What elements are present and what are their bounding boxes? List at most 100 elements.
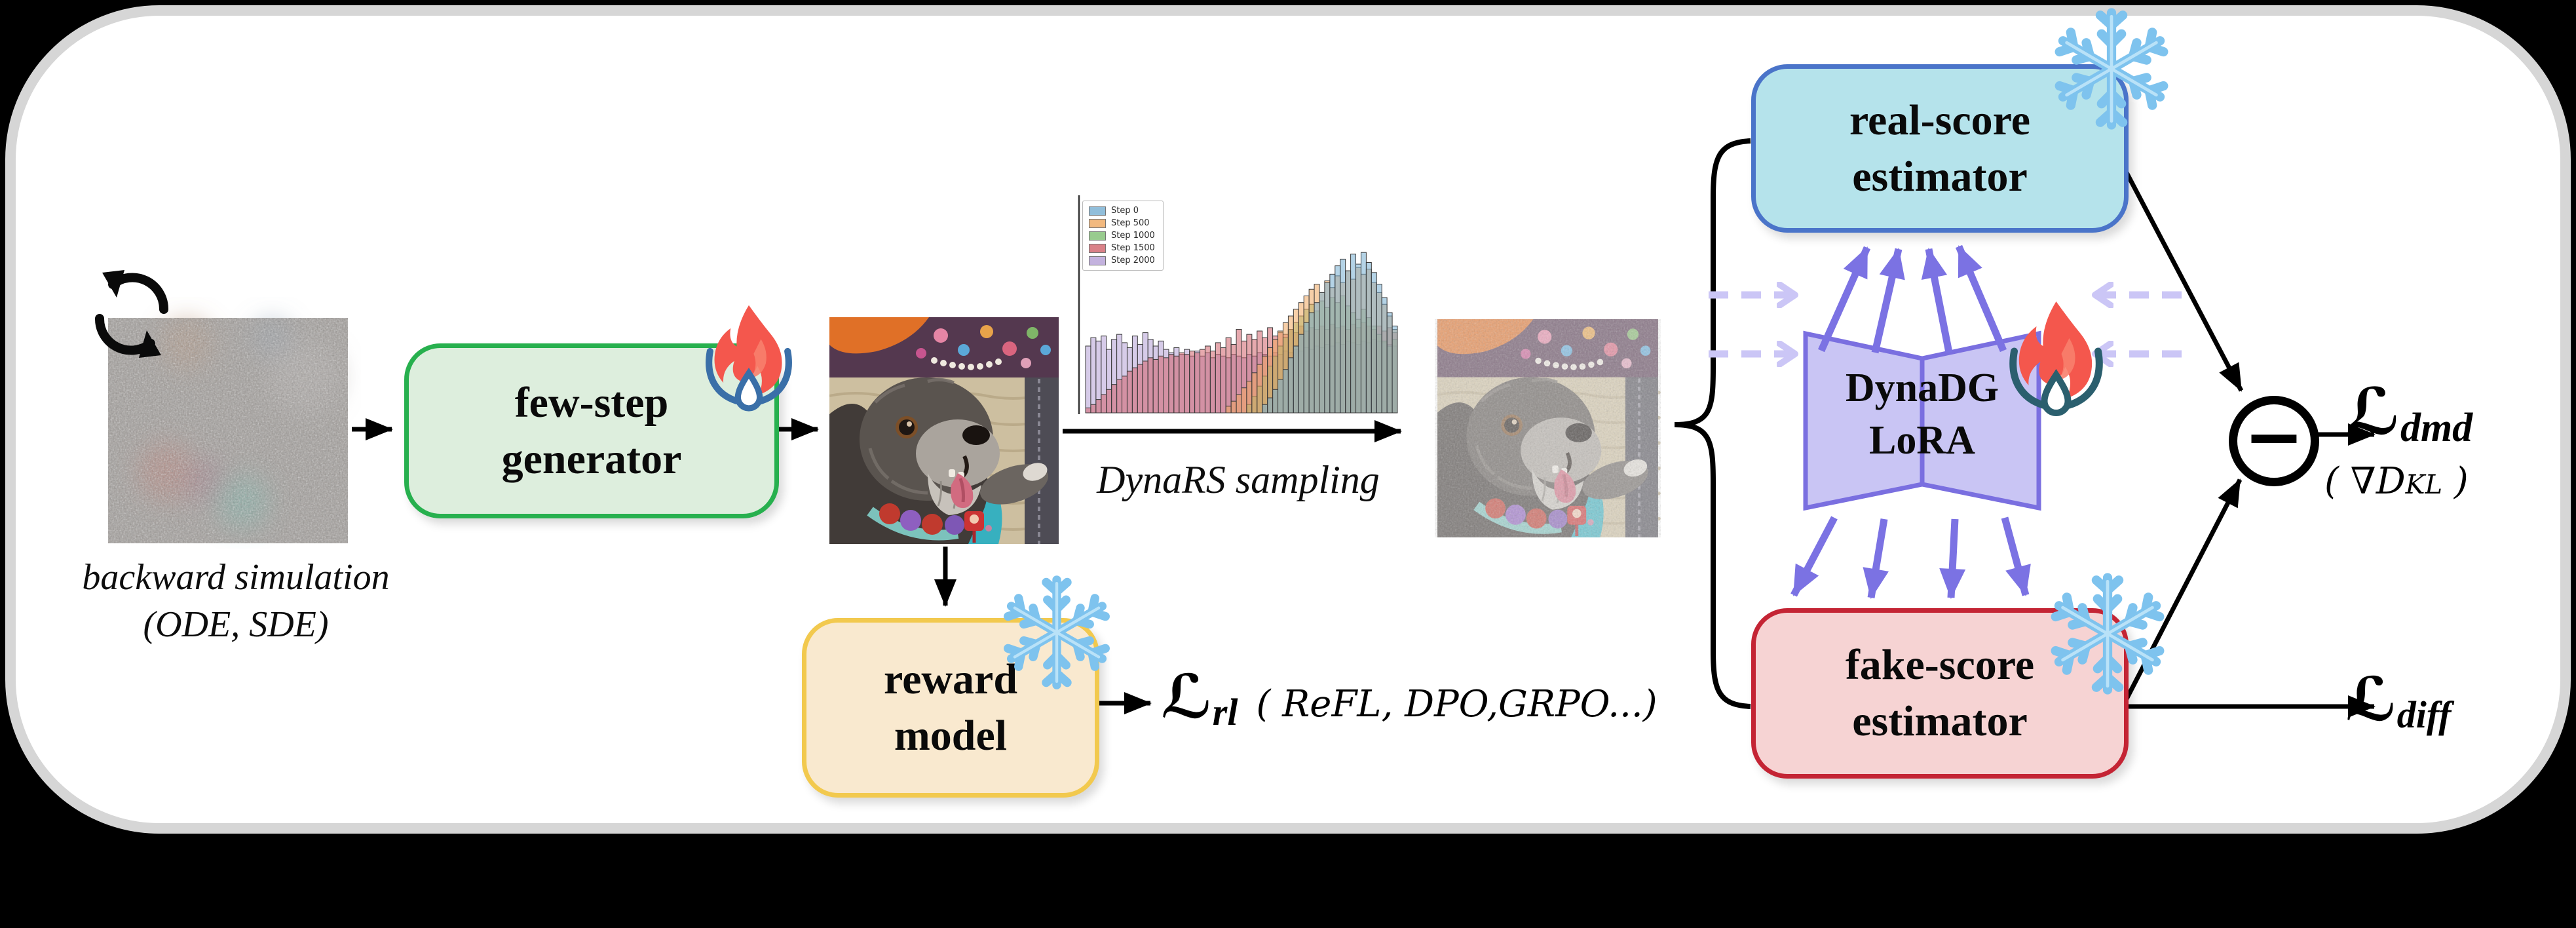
hist-bar: [1200, 349, 1205, 414]
few-step-generator-box: few-step generator: [404, 343, 779, 518]
hist-bar: [1267, 397, 1274, 414]
hist-bar: [1220, 347, 1226, 414]
hist-bar: [1085, 345, 1091, 414]
legend-label: Step 500: [1111, 218, 1150, 228]
fake-score-label-line2: estimator: [1852, 697, 2028, 745]
backward-sim-caption-line1: backward simulation: [82, 557, 390, 598]
hist-bar: [1131, 367, 1138, 414]
dog-photo: [829, 317, 1060, 544]
loss-diff-symbol: ℒ: [2345, 665, 2397, 735]
hist-bar: [1225, 337, 1232, 414]
ghost-dashed-arrows: [1709, 295, 2182, 354]
minus-sign: −: [2243, 395, 2305, 478]
hist-bar: [1189, 351, 1196, 414]
hist-bar: [1116, 379, 1123, 414]
hist-bar: [1340, 258, 1346, 414]
hist-bar: [1142, 360, 1148, 414]
hist-bar: [1241, 387, 1247, 414]
loss-dmd-symbol: ℒ: [2345, 375, 2400, 450]
hist-bar: [1122, 376, 1127, 414]
dynadg-lora-label: DynaDG LoRA: [1806, 362, 2039, 467]
dynadg-label-line1: DynaDG: [1845, 366, 1999, 410]
hist-bar: [1236, 394, 1242, 414]
dynars-sampling-caption: DynaRS sampling: [1097, 458, 1380, 501]
hist-bar: [1355, 263, 1361, 414]
hist-bar: [1230, 400, 1237, 414]
loss-dmd-note: ( ∇DKL ): [2324, 459, 2469, 508]
hist-bar: [1298, 334, 1304, 414]
legend-label: Step 0: [1111, 206, 1139, 216]
dynars-histogram: [1078, 195, 1398, 414]
hist-bar: [1350, 254, 1357, 414]
hist-bar: [1303, 322, 1310, 414]
lora-down-arrows: [1790, 516, 2031, 599]
hist-bar: [1287, 357, 1294, 414]
legend-swatch: [1089, 206, 1106, 216]
hist-bar: [1262, 404, 1268, 414]
hist-bar: [1209, 351, 1216, 414]
hist-bar: [1319, 292, 1325, 414]
hist-bar: [1106, 389, 1112, 414]
hist-bar: [1225, 406, 1232, 414]
backward-sim-caption-line2: (ODE, SDE): [143, 604, 329, 645]
hist-bar: [1376, 284, 1382, 414]
loss-rl-note: ( ReFL, DPO,GRPO...): [1256, 683, 1657, 725]
legend-swatch: [1089, 243, 1106, 253]
legend-swatch: [1089, 231, 1106, 241]
hist-bar: [1184, 354, 1190, 414]
hist-bar: [1194, 352, 1201, 414]
hist-bar: [1158, 355, 1164, 414]
fake-score-estimator-box: fake-score estimator: [1751, 608, 2129, 779]
hist-bar: [1246, 381, 1253, 414]
hist-bar: [1365, 262, 1372, 414]
hist-bar: [1215, 342, 1221, 414]
hist-bar: [1090, 404, 1097, 414]
hist-bar: [1324, 282, 1331, 414]
hist-bar: [1251, 372, 1258, 414]
legend-label: Step 2000: [1111, 256, 1155, 265]
minus-operator-node: −: [2229, 396, 2319, 486]
hist-bar: [1168, 354, 1175, 414]
hist-bar: [1282, 369, 1289, 414]
legend-item: Step 2000: [1089, 256, 1155, 265]
hist-bar: [1335, 265, 1341, 414]
legend-item: Step 1500: [1089, 243, 1155, 253]
legend-item: Step 0: [1089, 206, 1155, 216]
hist-bar: [1126, 370, 1133, 414]
dynadg-label-line2: LoRA: [1869, 418, 1975, 463]
loss-dmd-sub: dmd: [2400, 406, 2473, 450]
hist-bar: [1386, 312, 1393, 414]
legend-swatch: [1089, 256, 1106, 265]
loss-diff-sub: diff: [2396, 693, 2452, 736]
loss-rl-sub: rl: [1212, 691, 1238, 733]
loss-dmd-note-sub: KL: [2405, 470, 2443, 500]
real-score-label-line2: estimator: [1852, 152, 2028, 201]
split-brace: [1674, 138, 1751, 709]
reward-label-line2: model: [894, 712, 1008, 760]
hist-bar: [1371, 272, 1377, 414]
hist-bar: [1308, 312, 1315, 414]
histogram-legend: Step 0 Step 500 Step 1000 Step 1500 Step…: [1082, 201, 1164, 271]
cycle-arrows-icon: [94, 270, 169, 358]
reward-model-box: reward model: [802, 618, 1099, 798]
hist-bar: [1314, 302, 1320, 414]
hist-bar: [1085, 407, 1091, 414]
hist-bar: [1293, 345, 1299, 414]
real-score-estimator-box: real-score estimator: [1751, 64, 2129, 233]
hist-bar: [1257, 364, 1263, 414]
fake-score-label-line1: fake-score: [1845, 641, 2035, 689]
generator-label-line1: few-step: [514, 378, 669, 427]
noisy-dog-photo: [1435, 319, 1661, 537]
hist-bar: [1173, 355, 1180, 414]
hist-bar: [1090, 337, 1097, 414]
backward-sim-caption: backward simulation (ODE, SDE): [26, 554, 445, 648]
hist-bar: [1360, 252, 1367, 414]
legend-label: Step 1500: [1111, 243, 1155, 253]
real-score-label-line1: real-score: [1849, 96, 2031, 144]
hist-bar: [1272, 389, 1279, 414]
